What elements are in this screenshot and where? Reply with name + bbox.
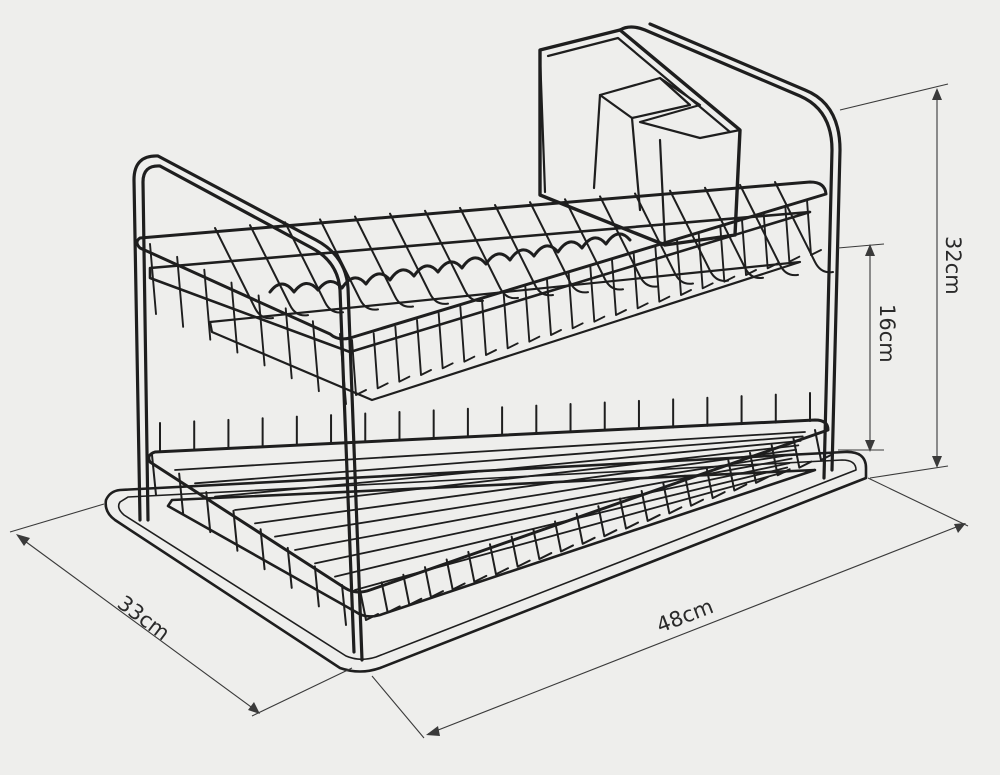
wire <box>232 509 239 552</box>
wire <box>705 467 726 500</box>
wire <box>589 265 606 323</box>
wire <box>510 535 531 568</box>
dimension-total-height <box>839 83 949 479</box>
wire <box>234 444 800 511</box>
total-height-label: 32cm <box>941 236 965 295</box>
wire <box>230 281 239 354</box>
wire <box>354 471 786 591</box>
wire <box>424 209 484 303</box>
wire <box>149 243 157 315</box>
wire <box>174 431 806 471</box>
wire <box>359 589 379 621</box>
wire <box>416 319 432 376</box>
wire <box>814 429 834 461</box>
wire <box>286 546 293 589</box>
wire <box>203 268 212 341</box>
wire <box>697 232 714 290</box>
wire <box>597 505 618 538</box>
wire <box>719 225 736 283</box>
side-frames <box>132 22 842 662</box>
wire <box>437 312 454 370</box>
wire <box>389 212 449 305</box>
wire <box>249 224 309 317</box>
wire <box>564 198 624 291</box>
wire <box>194 435 804 485</box>
wire <box>313 565 320 608</box>
wire <box>380 581 401 614</box>
wire <box>257 294 266 367</box>
wire <box>599 195 659 288</box>
wire <box>467 550 488 583</box>
wire <box>676 239 692 296</box>
wire <box>575 512 596 545</box>
wire <box>402 573 423 606</box>
dimension-depth <box>9 503 353 717</box>
wire <box>611 259 627 316</box>
wire <box>554 520 574 553</box>
wire <box>254 448 798 525</box>
dimension-tier-height <box>837 243 885 452</box>
wire <box>334 466 789 578</box>
wire <box>632 252 649 310</box>
wire <box>546 279 562 336</box>
dimension-width <box>371 477 969 739</box>
wire <box>524 285 541 343</box>
wire <box>727 459 748 492</box>
wire <box>684 474 704 507</box>
wire <box>494 204 554 297</box>
wire <box>784 205 801 263</box>
wire <box>762 212 779 270</box>
lower-basket <box>147 392 834 626</box>
utensil-holder <box>538 28 742 247</box>
wire <box>284 307 293 380</box>
wire <box>151 454 157 496</box>
wire <box>319 218 379 311</box>
wire <box>654 245 671 303</box>
wire <box>176 255 185 328</box>
wire <box>749 451 769 484</box>
wire <box>294 457 793 551</box>
wire <box>792 436 813 469</box>
wire <box>341 584 347 626</box>
wire <box>634 192 694 285</box>
width-label: 48cm <box>653 594 716 637</box>
wire <box>739 183 799 277</box>
wire <box>445 558 466 591</box>
wire <box>424 566 444 599</box>
wire <box>459 206 519 300</box>
wire <box>640 489 661 522</box>
wire <box>354 215 414 308</box>
wire <box>394 325 411 383</box>
wire <box>481 299 497 356</box>
wire <box>662 482 683 515</box>
wire <box>741 219 757 276</box>
wire <box>314 462 791 565</box>
wire <box>502 292 519 350</box>
wire <box>806 199 822 256</box>
tier-height-label: 16cm <box>875 304 899 363</box>
wire <box>259 528 266 571</box>
wire <box>489 543 509 576</box>
wire <box>351 339 367 396</box>
wire <box>567 272 584 330</box>
wire <box>770 444 791 477</box>
wire <box>532 528 553 561</box>
wire <box>619 497 639 530</box>
depth-label: 33cm <box>113 591 174 646</box>
wire <box>205 491 212 534</box>
wire <box>459 305 476 363</box>
wire <box>372 332 389 390</box>
wire <box>214 227 274 320</box>
wire <box>311 320 320 393</box>
wire <box>214 439 802 498</box>
upper-rack <box>135 180 834 405</box>
wire <box>178 472 185 515</box>
